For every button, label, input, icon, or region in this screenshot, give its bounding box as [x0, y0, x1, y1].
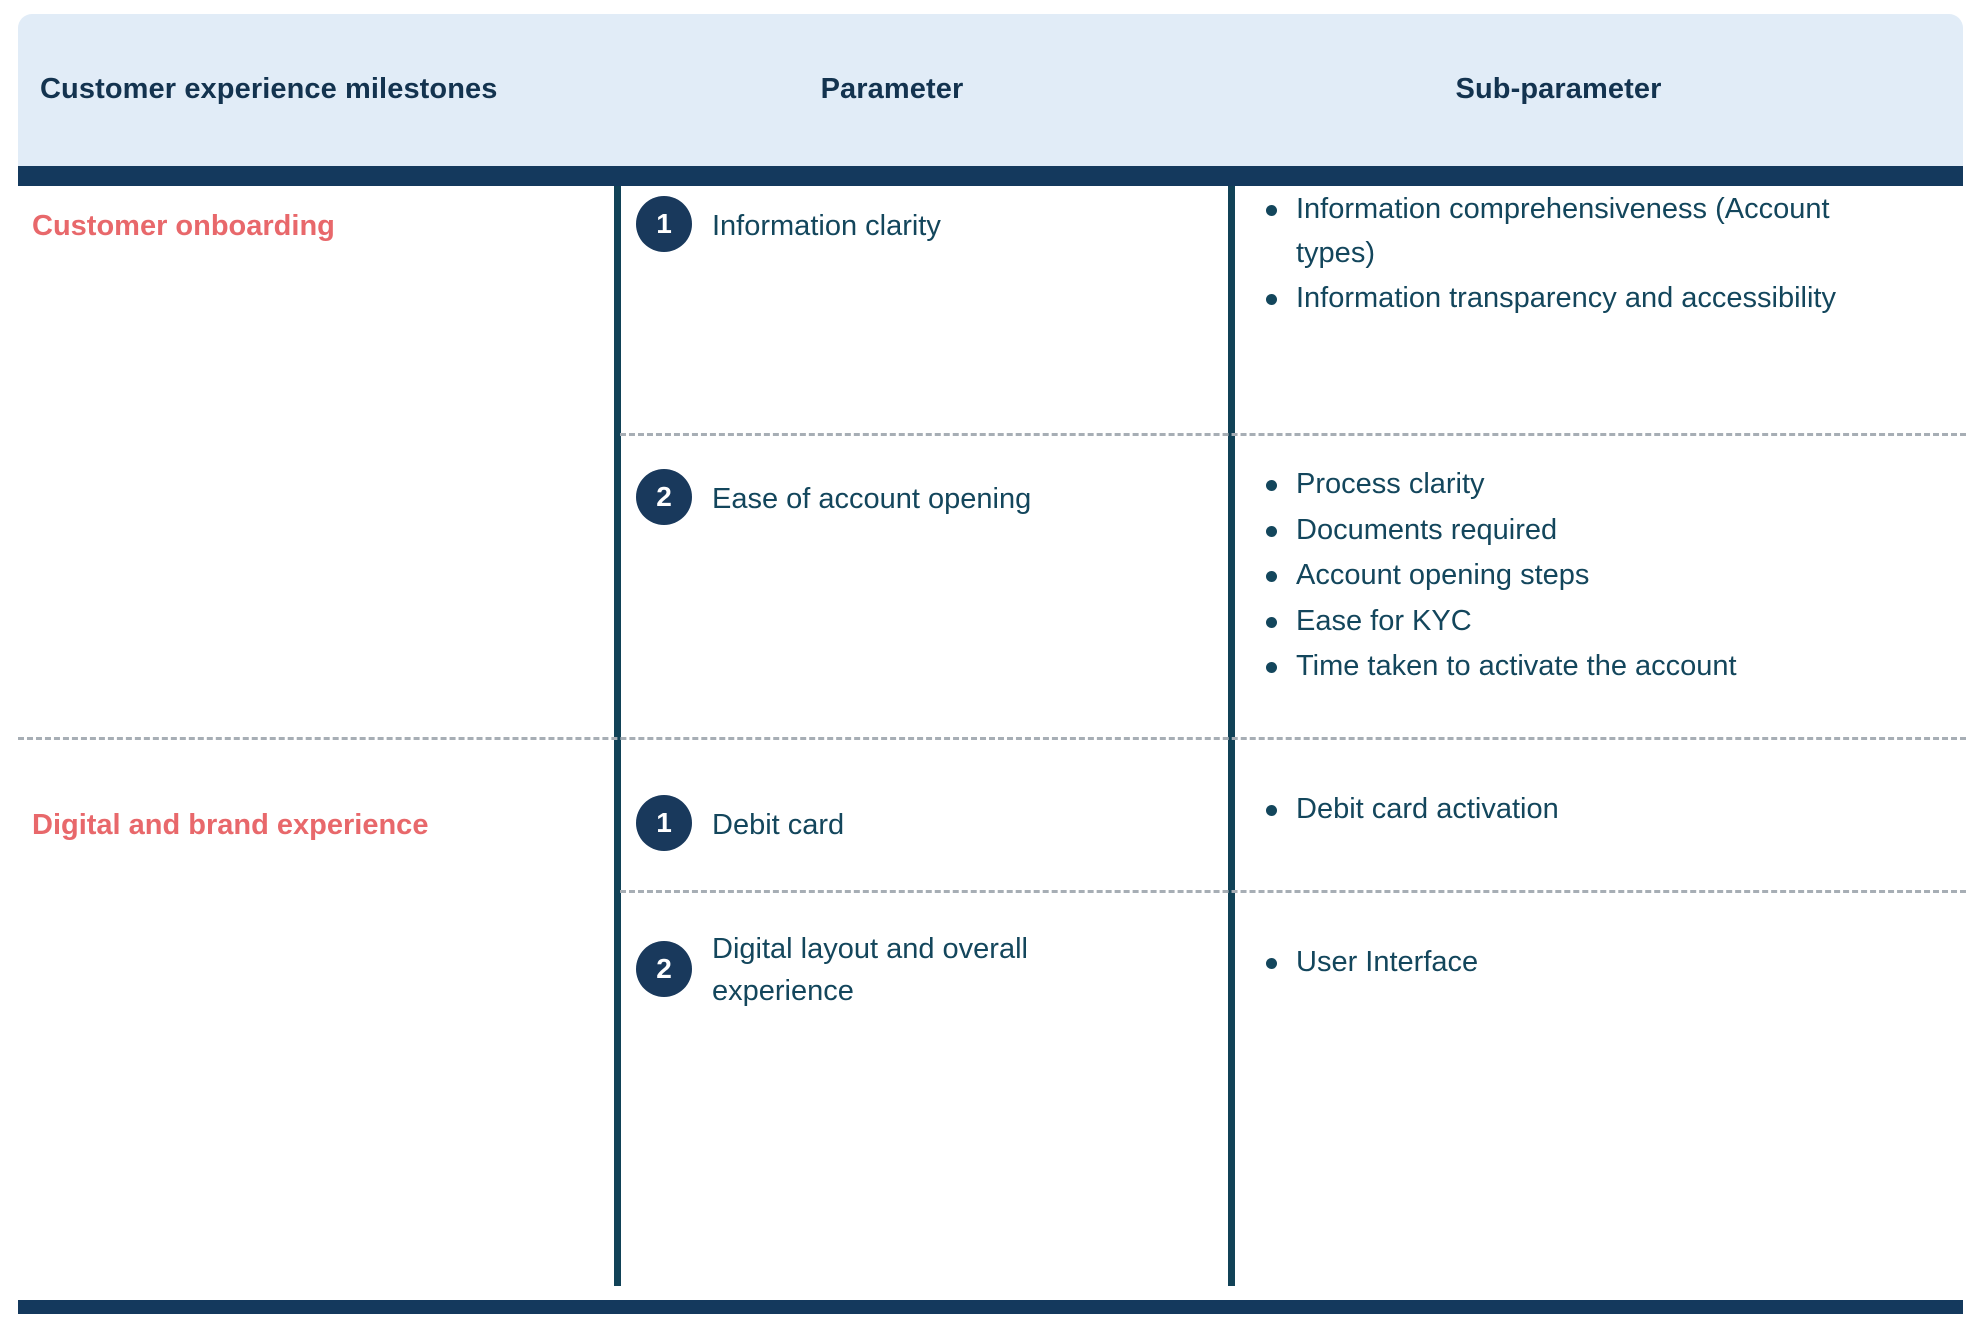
subparameter-cell: Debit card activation — [1252, 788, 1952, 834]
parameter-cell: 2 Ease of account opening — [636, 469, 1221, 525]
list-item: Process clarity — [1252, 463, 1892, 507]
list-item: Time taken to activate the account — [1252, 645, 1892, 689]
column-separator-2 — [1228, 186, 1235, 1286]
header-bottom-rule — [18, 166, 1963, 186]
parameter-number-badge: 2 — [636, 941, 692, 997]
subparameter-list: Debit card activation — [1252, 788, 1952, 832]
subparameter-cell: Information comprehensiveness (Account t… — [1252, 188, 1952, 323]
list-item: Account opening steps — [1252, 554, 1892, 598]
parameter-label: Debit card — [712, 809, 845, 841]
list-item: User Interface — [1252, 941, 1892, 985]
list-item: Documents required — [1252, 509, 1892, 553]
table-header-row: Customer experience milestones Parameter… — [18, 14, 1963, 166]
column-header-milestones: Customer experience milestones — [40, 73, 498, 106]
column-separator-1 — [614, 186, 621, 1286]
list-item: Debit card activation — [1252, 788, 1892, 832]
parameter-label: Ease of account opening — [712, 483, 1032, 515]
parameter-label: Information clarity — [712, 210, 941, 242]
list-item: Ease for KYC — [1252, 600, 1892, 644]
section-divider-dashed — [18, 737, 1966, 740]
parameter-cell: 1 Debit card — [636, 795, 1221, 851]
parameter-label: Digital layout and overall experience — [712, 933, 1028, 1008]
parameter-number-badge: 1 — [636, 795, 692, 851]
subparameter-list: User Interface — [1252, 941, 1952, 985]
milestone-label: Customer onboarding — [32, 210, 335, 242]
milestone-label: Digital and brand experience — [32, 809, 429, 841]
table-bottom-rule — [18, 1300, 1963, 1314]
table-body: Customer onboarding 1 Information clarit… — [0, 186, 1980, 1300]
row-divider-dashed — [620, 433, 1966, 436]
list-item: Information comprehensiveness (Account t… — [1252, 188, 1892, 275]
column-header-parameter: Parameter — [820, 73, 964, 106]
parameter-cell: 2 Digital layout and overall experience — [636, 919, 1221, 1012]
subparameter-cell: Process clarity Documents required Accou… — [1252, 463, 1952, 691]
subparameter-list: Information comprehensiveness (Account t… — [1252, 188, 1952, 321]
parameter-number-badge: 1 — [636, 196, 692, 252]
column-header-subparameter: Sub-parameter — [1455, 73, 1662, 106]
parameter-number-badge: 2 — [636, 469, 692, 525]
parameter-cell: 1 Information clarity — [636, 196, 1221, 252]
subparameter-list: Process clarity Documents required Accou… — [1252, 463, 1952, 689]
subparameter-cell: User Interface — [1252, 941, 1952, 987]
list-item: Information transparency and accessibili… — [1252, 277, 1892, 321]
row-divider-dashed — [620, 890, 1966, 893]
